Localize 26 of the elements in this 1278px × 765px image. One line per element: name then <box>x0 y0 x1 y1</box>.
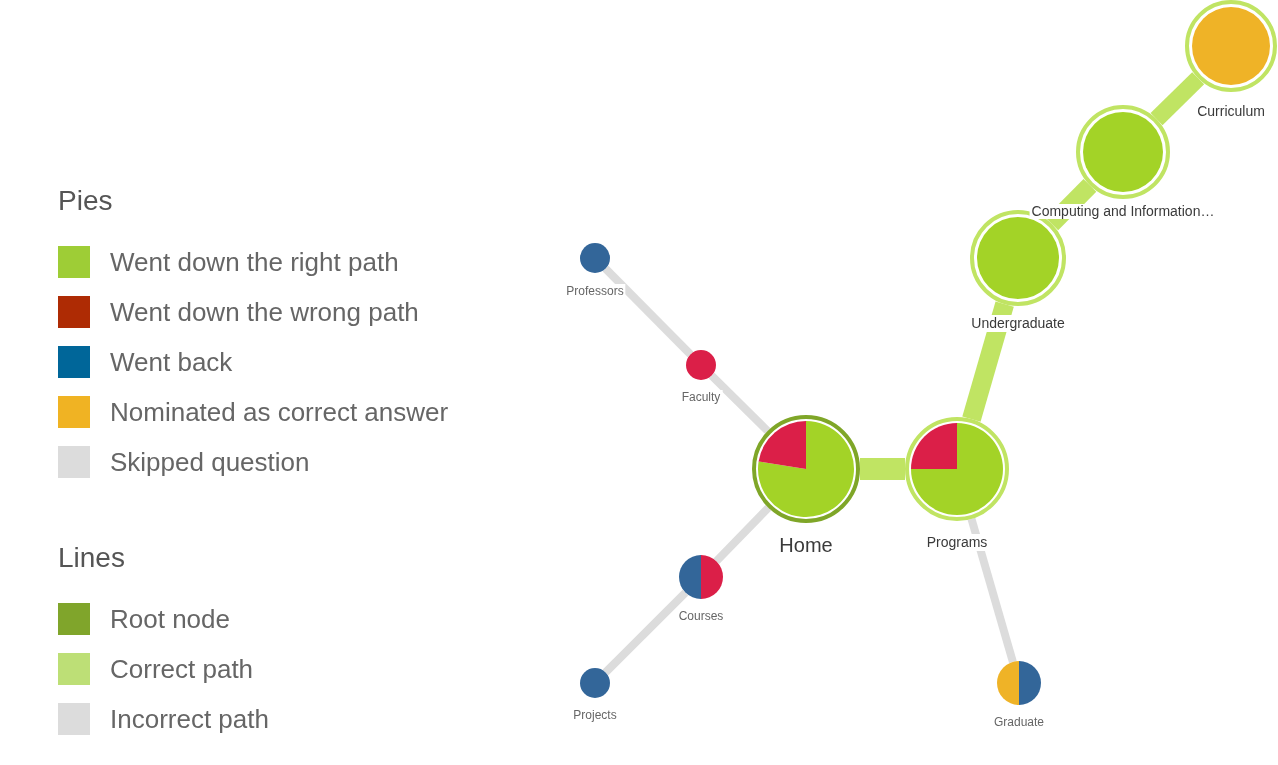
legend-heading: Lines <box>58 541 125 575</box>
correct-path-line <box>1150 72 1205 126</box>
path-line <box>708 372 771 434</box>
correct-path-line <box>1045 179 1097 231</box>
node-label: Graduate <box>992 715 1046 729</box>
node-label: Courses <box>676 609 726 623</box>
node-label: Projects <box>571 708 619 722</box>
legend-label: Incorrect path <box>110 703 269 735</box>
node-label: Undergraduate <box>969 314 1067 332</box>
legend-label: Went back <box>110 346 233 378</box>
node-label: Faculty <box>679 390 723 404</box>
node-label: Programs <box>924 533 990 551</box>
path-line <box>967 517 1017 663</box>
legend-heading: Pies <box>58 184 113 218</box>
legend-label: Correct path <box>110 653 254 685</box>
node-label: Professors <box>564 284 626 298</box>
legend-label: Went down the wrong path <box>110 296 419 328</box>
legend-label: Nominated as correct answer <box>110 396 449 428</box>
legend-label: Skipped question <box>110 446 310 478</box>
correct-path-line <box>962 301 1014 422</box>
legend-label: Root node <box>110 603 230 635</box>
path-line <box>602 265 694 358</box>
legend-label: Went down the right path <box>110 246 399 278</box>
path-line <box>713 504 772 564</box>
path-line <box>602 589 689 676</box>
correct-path-line <box>860 458 905 480</box>
